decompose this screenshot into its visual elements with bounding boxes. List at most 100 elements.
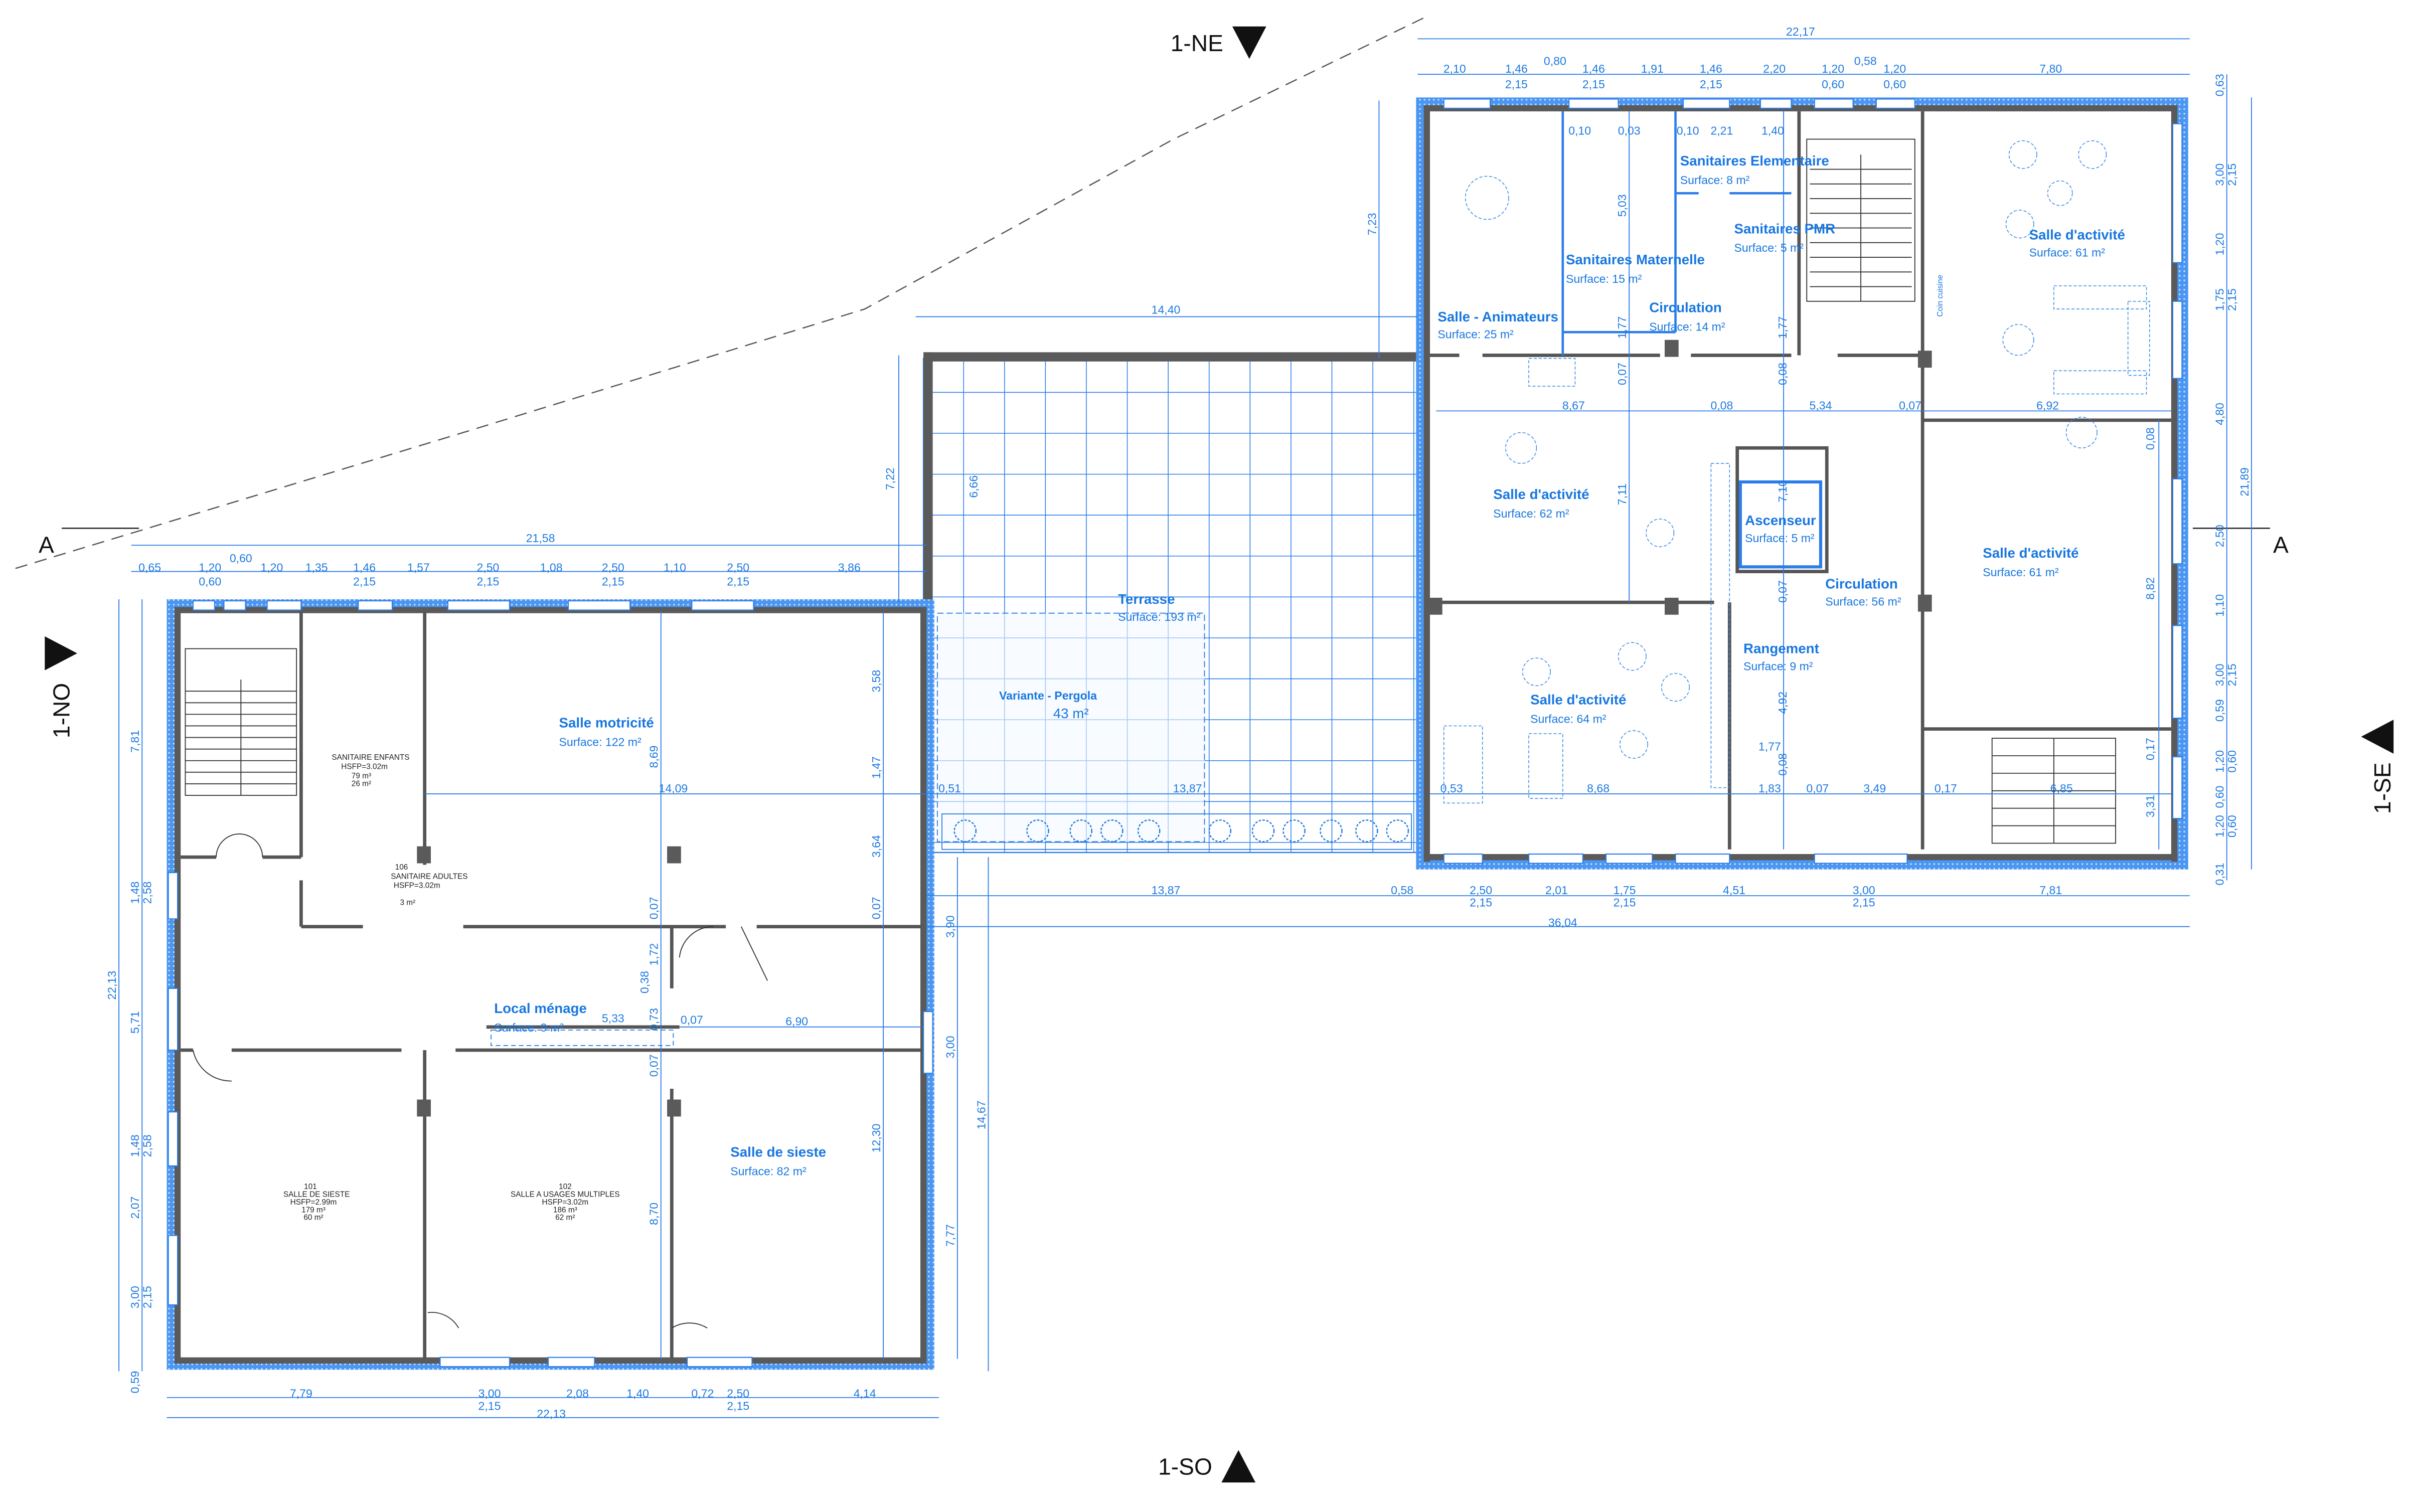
dim-text: 1,57 bbox=[407, 561, 430, 574]
dim-text: 0,38 bbox=[638, 971, 651, 993]
dim-text: 0,60 bbox=[2225, 750, 2238, 773]
plant-icon bbox=[1137, 819, 1161, 843]
plant-icon bbox=[1355, 819, 1378, 843]
window bbox=[2172, 123, 2183, 263]
dim-text: 21,58 bbox=[526, 532, 555, 545]
label-text: Surface: 5 m² bbox=[1745, 532, 1815, 545]
dim-text: 36,04 bbox=[1548, 916, 1577, 929]
label-text: Salle de sieste bbox=[730, 1144, 826, 1159]
label-text: 106 bbox=[395, 863, 408, 872]
dim-text: 2,15 bbox=[2225, 663, 2238, 686]
window bbox=[1528, 853, 1583, 864]
dim-text: 0,08 bbox=[1776, 753, 1789, 776]
dim-text: 1,47 bbox=[870, 756, 883, 779]
triangle-up-icon bbox=[1221, 1450, 1256, 1483]
furniture-block bbox=[2127, 301, 2150, 376]
dim-text: 8,69 bbox=[648, 746, 661, 768]
dim-text: 14,09 bbox=[659, 782, 688, 795]
label-text: HSFP=3.02m bbox=[542, 1198, 588, 1207]
furniture-block bbox=[1443, 725, 1483, 804]
plant-icon bbox=[1320, 819, 1343, 843]
dim-text: 5,71 bbox=[128, 1011, 141, 1034]
dim-text: 7,23 bbox=[1365, 213, 1378, 235]
label-text: Surface: 122 m² bbox=[559, 735, 641, 748]
section-marker-ne: 1-NE bbox=[1171, 26, 1266, 59]
dim-text: 0,07 bbox=[1616, 363, 1629, 385]
dim-text: 0,10 bbox=[1568, 124, 1591, 137]
label-text: Terrasse bbox=[1118, 591, 1175, 607]
dim-text: 7,11 bbox=[1616, 483, 1629, 505]
dim-text: 0,07 bbox=[1899, 399, 1921, 412]
dim-text: 0,07 bbox=[681, 1014, 703, 1027]
dim-text: 14,40 bbox=[1152, 303, 1181, 316]
dim-text: 6,66 bbox=[967, 475, 980, 498]
table-icon bbox=[2047, 180, 2073, 206]
window bbox=[2172, 756, 2183, 819]
dim-text: 1,20 bbox=[199, 561, 221, 574]
label-text: 62 m² bbox=[555, 1214, 575, 1222]
dim-text: 2,15 bbox=[1700, 78, 1722, 91]
dim-text: 13,87 bbox=[1152, 884, 1181, 897]
triangle-right-icon bbox=[45, 636, 77, 670]
label-text: Surface: 9 m² bbox=[1743, 660, 1813, 673]
dim-text: 2,15 bbox=[1613, 896, 1636, 909]
dim-text: 2,15 bbox=[727, 575, 749, 588]
dim-text: 2,50 bbox=[602, 561, 624, 574]
label-text: Salle motricité bbox=[559, 715, 654, 731]
label-text: Surface: 193 m² bbox=[1118, 610, 1200, 623]
dim-text: 2,07 bbox=[128, 1197, 141, 1219]
window bbox=[2172, 300, 2183, 379]
dim-text: 0,08 bbox=[2144, 427, 2157, 450]
window bbox=[1443, 853, 1483, 864]
dim-text: 1,20 bbox=[2213, 815, 2226, 837]
dim-text: 1,40 bbox=[1761, 124, 1784, 137]
window bbox=[2172, 625, 2183, 719]
label-text: HSFP=3.02m bbox=[394, 882, 440, 890]
left-wing-windows bbox=[168, 600, 933, 1368]
label-text: 60 m² bbox=[303, 1214, 323, 1222]
label-text: 179 m³ bbox=[301, 1206, 326, 1214]
dim-text: 2,50 bbox=[1470, 884, 1492, 897]
dimension-texts: 22,17 2,10 1,46 0,80 1,46 1,91 1,46 2,20… bbox=[105, 25, 2251, 1420]
window bbox=[168, 987, 179, 1051]
label-text: Local ménage bbox=[494, 1000, 587, 1016]
table-icon bbox=[1661, 673, 1690, 702]
label-text: Surface: 61 m² bbox=[2029, 246, 2106, 259]
planter-strip bbox=[941, 813, 1412, 850]
table-icon bbox=[2008, 140, 2037, 169]
dim-text: 1,46 bbox=[1505, 62, 1528, 75]
label-text: HSFP=2.99m bbox=[290, 1198, 337, 1207]
window bbox=[1682, 98, 1730, 109]
dim-text: 5,33 bbox=[602, 1012, 624, 1025]
triangle-down-icon bbox=[1232, 26, 1266, 59]
dim-text: 1,20 bbox=[1883, 62, 1906, 75]
dim-text: 0,60 bbox=[1883, 78, 1906, 91]
dim-text: 7,81 bbox=[128, 730, 141, 753]
label-text: Ascenseur bbox=[1745, 513, 1816, 528]
dim-text: 0,07 bbox=[1806, 782, 1829, 795]
dim-text: 5,03 bbox=[1616, 194, 1629, 217]
dim-text: 0,07 bbox=[648, 1054, 661, 1077]
section-label-se: 1-SE bbox=[2369, 762, 2395, 814]
dim-text: 14,67 bbox=[975, 1100, 988, 1129]
label-text: Surface: 14 m² bbox=[1649, 320, 1725, 333]
label-text: 3 m² bbox=[400, 899, 415, 907]
label-text: Salle - Animateurs bbox=[1437, 309, 1558, 324]
plant-icon bbox=[1282, 819, 1306, 843]
dim-text: 2,15 bbox=[1853, 896, 1875, 909]
dim-text: 1,72 bbox=[648, 943, 661, 966]
dim-text: 0,72 bbox=[691, 1387, 714, 1400]
label-text: SALLE DE SIESTE bbox=[283, 1191, 350, 1199]
label-text: Rangement bbox=[1743, 641, 1819, 656]
dim-text: 2,15 bbox=[2225, 288, 2238, 311]
label-text: 79 m³ bbox=[352, 772, 371, 780]
dim-text: 1,10 bbox=[664, 561, 686, 574]
label-text: Surface: 61 m² bbox=[1983, 566, 2059, 579]
dim-text: 2,15 bbox=[1582, 78, 1605, 91]
label-text: 43 m² bbox=[1053, 706, 1089, 721]
